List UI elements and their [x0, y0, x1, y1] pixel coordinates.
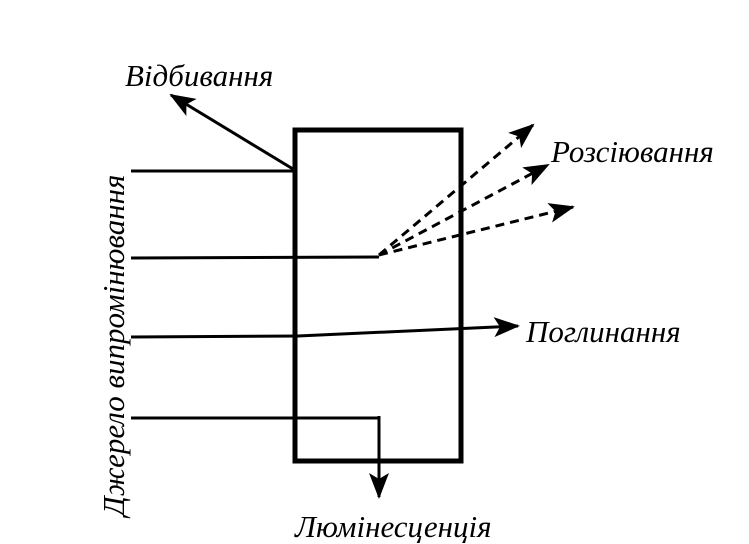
- incident-ray-3: [130, 334, 301, 339]
- reflection-arrow: [169, 93, 294, 171]
- incident-ray-2: [130, 255, 380, 260]
- scattering-arrow-1: [378, 123, 535, 257]
- reflection-label: Відбивання: [125, 58, 274, 93]
- scattering-label: Розсіювання: [551, 134, 714, 169]
- scattering-arrow-2: [378, 163, 550, 257]
- scattering-arrow-3: [378, 203, 575, 257]
- luminescence-label: Люмінесценція: [295, 509, 492, 544]
- radiation-source-label: Джерело випромінювання: [96, 174, 131, 516]
- absorption-arrow: [297, 317, 520, 338]
- sample-rectangle: [292, 127, 464, 464]
- absorption-label: Поглинання: [526, 314, 681, 349]
